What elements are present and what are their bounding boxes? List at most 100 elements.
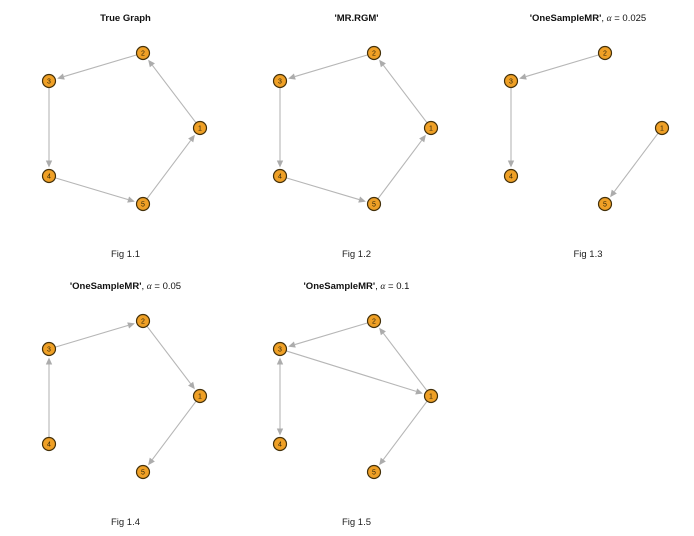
node-label-2: 2	[372, 50, 376, 57]
edge-3-2	[55, 324, 129, 348]
arrowhead-1-2	[379, 327, 386, 336]
arrowhead-3-2	[127, 322, 135, 329]
node-label-3: 3	[278, 346, 282, 353]
node-2	[135, 45, 151, 61]
node-label-3: 3	[509, 78, 513, 85]
node-2	[366, 45, 382, 61]
node-label-5: 5	[372, 201, 376, 208]
edge-2-3	[525, 54, 599, 78]
node-label-2: 2	[141, 50, 145, 57]
edge-2-3	[63, 54, 137, 78]
edge-4-5	[55, 177, 129, 201]
graph-caption: Fig 1.4	[110, 517, 141, 528]
graph-title-method: 'OneSampleMR'	[303, 281, 376, 292]
graph-canvas-onesamplemr-05: 1 2 3 4 5	[41, 313, 208, 480]
arrowhead-3-4	[507, 160, 515, 168]
node-5	[135, 464, 151, 480]
arrowhead-4-5	[358, 196, 366, 203]
graph-title-separator: ,	[601, 13, 607, 24]
node-label-1: 1	[198, 125, 202, 132]
node-label-5: 5	[603, 201, 607, 208]
node-label-3: 3	[47, 346, 51, 353]
node-2	[135, 313, 151, 329]
node-1	[423, 388, 439, 404]
graph-title: 'MR.RGM'	[251, 13, 462, 25]
node-4	[503, 168, 519, 184]
node-5	[597, 196, 613, 212]
edge-1-2	[382, 65, 428, 123]
node-5	[366, 196, 382, 212]
node-label-5: 5	[141, 201, 145, 208]
node-label-1: 1	[198, 393, 202, 400]
node-2	[597, 45, 613, 61]
graph-title-alpha-value: = 0.1	[385, 281, 410, 292]
node-4	[272, 168, 288, 184]
node-5	[135, 196, 151, 212]
node-1	[423, 120, 439, 136]
node-label-5: 5	[141, 469, 145, 476]
node-label-5: 5	[372, 469, 376, 476]
graph-title-method: 'MR.RGM'	[334, 13, 379, 24]
node-4	[41, 436, 57, 452]
panel-fig-1-1: 1 2 3 4 5 True Graph Fig 1.1	[0, 0, 231, 268]
arrowhead-1-2	[148, 59, 155, 68]
arrowhead-2-1	[188, 381, 195, 390]
edge-2-1	[146, 326, 192, 384]
graph-caption: Fig 1.2	[341, 249, 372, 260]
arrowhead-3-1	[415, 388, 423, 395]
node-label-2: 2	[141, 318, 145, 325]
edge-5-1	[377, 140, 423, 199]
edge-1-2	[151, 65, 197, 123]
alpha-symbol: α	[146, 282, 152, 292]
node-label-1: 1	[429, 393, 433, 400]
arrowhead-5-1	[188, 134, 195, 143]
node-3	[272, 341, 288, 357]
graph-title: 'OneSampleMR', α = 0.1	[251, 281, 462, 293]
node-label-2: 2	[603, 50, 607, 57]
graph-title: 'OneSampleMR', α = 0.025	[482, 13, 694, 25]
graph-caption: Fig 1.5	[341, 517, 372, 528]
arrowhead-2-3	[288, 73, 296, 80]
graph-title-separator: ,	[141, 281, 147, 292]
graph-title-method: True Graph	[100, 13, 151, 24]
node-label-3: 3	[47, 78, 51, 85]
graph-caption: Fig 1.1	[110, 249, 141, 260]
node-2	[366, 313, 382, 329]
node-label-4: 4	[278, 173, 282, 180]
graph-title-method: 'OneSampleMR'	[69, 281, 142, 292]
edge-5-1	[146, 140, 192, 199]
graph-title-alpha-value: = 0.05	[151, 281, 182, 292]
graph-title-method: 'OneSampleMR'	[529, 13, 602, 24]
arrowhead-2-3	[288, 341, 296, 348]
node-label-4: 4	[47, 173, 51, 180]
arrowhead-5-1	[419, 134, 426, 143]
node-5	[366, 464, 382, 480]
alpha-symbol: α	[606, 14, 612, 24]
graph-title: True Graph	[20, 13, 231, 25]
arrowhead-2-3	[519, 73, 527, 80]
arrowhead-3-4	[45, 160, 53, 168]
graph-title: 'OneSampleMR', α = 0.05	[20, 281, 231, 293]
graph-canvas-true-graph: 1 2 3 4 5	[41, 45, 208, 212]
panel-fig-1-4: 1 2 3 4 5 'OneSampleMR', α = 0.05 Fig 1.4	[0, 268, 231, 536]
node-label-1: 1	[429, 125, 433, 132]
arrowhead-4-5	[127, 196, 135, 203]
node-3	[41, 73, 57, 89]
node-label-4: 4	[47, 441, 51, 448]
node-label-1: 1	[660, 125, 664, 132]
arrowhead-1-2	[379, 59, 386, 68]
arrowhead-3-4	[276, 160, 284, 168]
node-label-4: 4	[509, 173, 513, 180]
edge-2-3	[294, 54, 368, 78]
empty-grid-cell	[462, 268, 694, 536]
edge-3-1	[286, 350, 417, 392]
graph-title-separator: ,	[375, 281, 381, 292]
arrowhead-2-3	[57, 73, 65, 80]
edge-1-5	[151, 401, 197, 460]
